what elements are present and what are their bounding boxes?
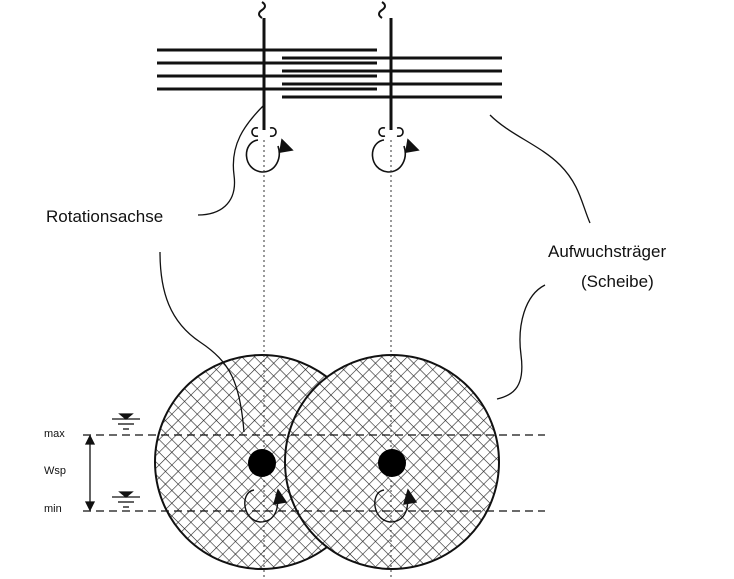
label-wsp: Wsp <box>44 465 66 477</box>
leader-line-carrier-upper <box>490 115 590 223</box>
shaft-top-right <box>379 2 391 130</box>
hub-right <box>378 449 406 477</box>
leader-line-axis-upper <box>198 105 264 215</box>
label-max: max <box>44 428 65 440</box>
hub-left <box>248 449 276 477</box>
rotation-arrow-top-right <box>372 128 418 172</box>
disc-stack-side-view <box>157 50 502 97</box>
label-carrier: Aufwuchsträger <box>548 242 666 262</box>
leader-line-carrier-lower <box>497 285 545 399</box>
shaft-top-left <box>259 2 265 130</box>
label-min: min <box>44 503 62 515</box>
water-surface-symbol-max <box>112 414 140 429</box>
label-rotation-axis: Rotationsachse <box>46 207 163 227</box>
rotation-arrow-top-left <box>246 128 292 172</box>
water-surface-symbol-min <box>112 492 140 507</box>
water-level-range-arrow <box>86 436 94 510</box>
label-carrier-disc: (Scheibe) <box>581 272 654 292</box>
